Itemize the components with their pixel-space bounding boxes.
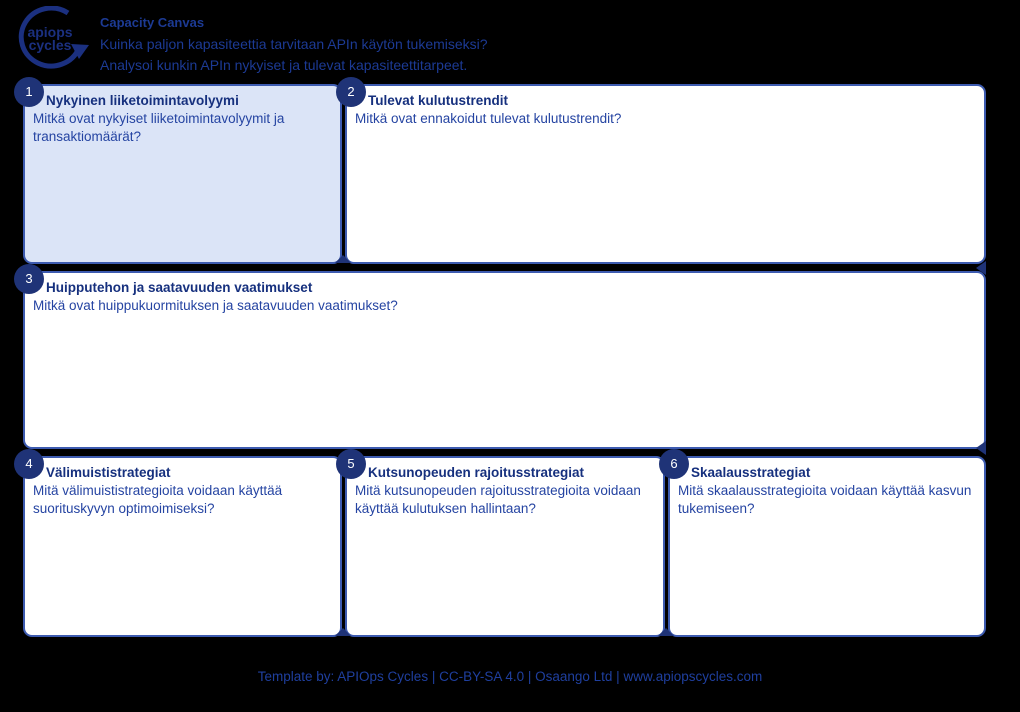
logo-word-cycles: cycles [28, 37, 72, 53]
section-question: Mitä välimuististrategioita voidaan käyt… [33, 483, 283, 516]
section-current-business-volume[interactable]: 1 Nykyinen liiketoimintavolyymi Mitkä ov… [14, 77, 342, 264]
section-peak-load-availability[interactable]: 3 Huipputehon ja saatavuuden vaatimukset… [14, 264, 986, 449]
section-number-badge: 5 [336, 449, 366, 479]
apiops-cycles-logo: apiops cycles [10, 5, 96, 74]
section-title: Tulevat kulutustrendit [368, 93, 509, 108]
section-number-badge: 6 [659, 449, 689, 479]
section-number-badge: 4 [14, 449, 44, 479]
section-question: Mitä skaalausstrategioita voidaan käyttä… [678, 483, 972, 516]
section-scaling-strategies[interactable]: 6 Skaalausstrategiat Mitä skaalausstrate… [659, 449, 986, 637]
canvas-subtitle-question: Kuinka paljon kapasiteettia tarvitaan AP… [100, 36, 488, 52]
section-title: Skaalausstrategiat [691, 465, 811, 480]
connector-arrow-up-icon [335, 255, 351, 263]
section-caching-strategies[interactable]: 4 Välimuististrategiat Mitä välimuistist… [14, 449, 342, 637]
section-future-consumption-trends[interactable]: 2 Tulevat kulutustrendit Mitkä ovat enna… [336, 77, 986, 264]
connector-arrow-left-icon [976, 261, 986, 275]
section-question: Mitkä ovat ennakoidut tulevat kulutustre… [355, 111, 622, 126]
attribution-footer: Template by: APIOps Cycles | CC-BY-SA 4.… [257, 669, 763, 684]
section-title: Välimuististrategiat [46, 465, 171, 480]
connector-arrow-left-icon [976, 441, 986, 455]
circular-arrow-icon [18, 5, 89, 69]
section-number-badge: 2 [336, 77, 366, 107]
canvas-title: Capacity Canvas [100, 15, 205, 30]
canvas-subtitle-instruction: Analysoi kunkin APIn nykyiset ja tulevat… [100, 57, 468, 73]
connector-arrow-up-icon [335, 628, 351, 636]
logo-wordmark: apiops cycles [10, 24, 90, 53]
section-title: Kutsunopeuden rajoitusstrategiat [368, 465, 585, 480]
section-number-badge: 3 [14, 264, 44, 294]
section-question: Mitä kutsunopeuden rajoitusstrategioita … [355, 483, 641, 516]
section-question: Mitkä ovat nykyiset liiketoimintavolyymi… [33, 111, 285, 144]
section-title: Nykyinen liiketoimintavolyymi [46, 93, 239, 108]
section-title: Huipputehon ja saatavuuden vaatimukset [46, 280, 313, 295]
section-number-badge: 1 [14, 77, 44, 107]
logo-word-apiops: apiops [27, 24, 73, 40]
connector-arrow-up-icon [658, 628, 674, 636]
section-rate-limiting-strategies[interactable]: 5 Kutsunopeuden rajoitusstrategiat Mitä … [336, 449, 665, 637]
section-question: Mitkä ovat huippukuormituksen ja saatavu… [33, 298, 398, 313]
